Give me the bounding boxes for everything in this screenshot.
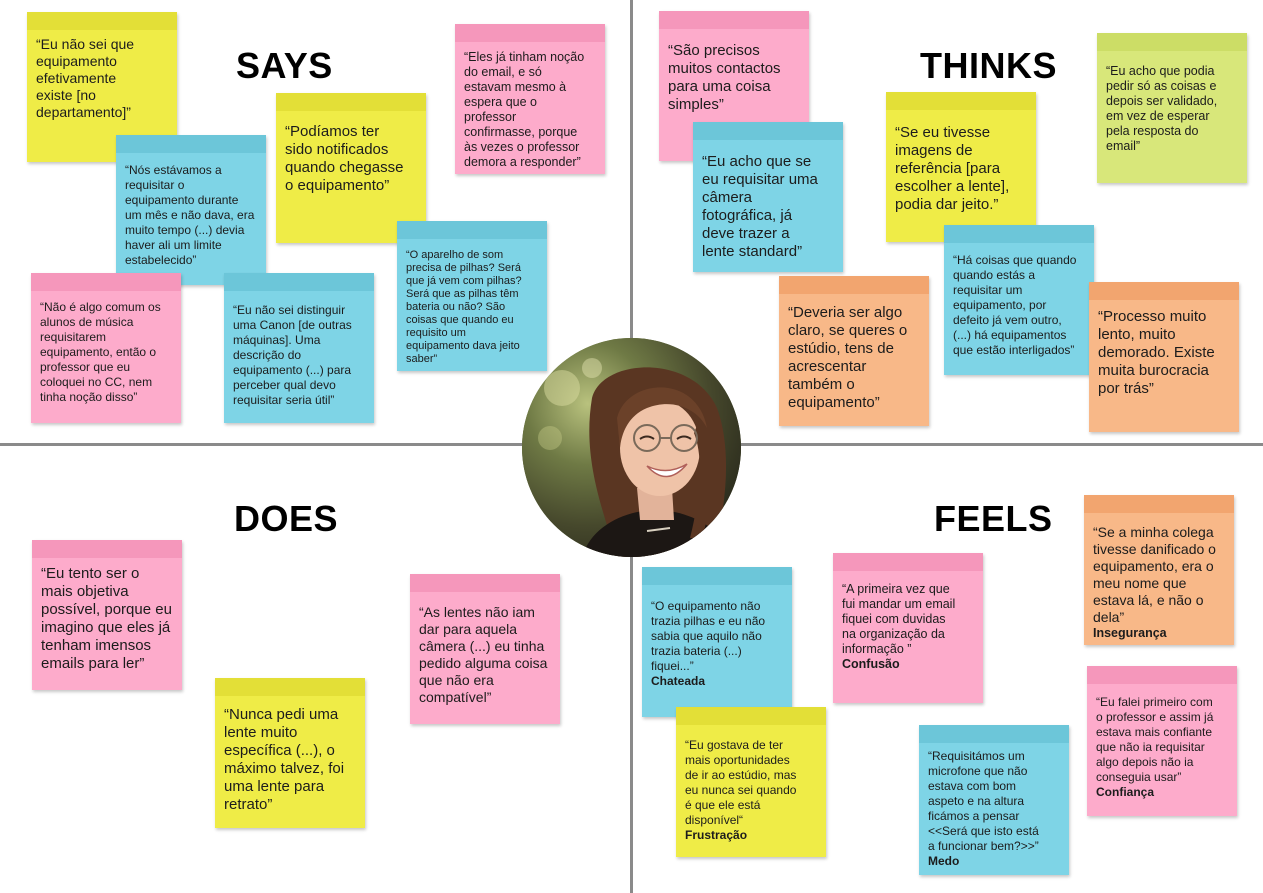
thinks-title: THINKS [920, 45, 1057, 86]
persona-photo [522, 338, 741, 557]
note-text: “O aparelho de som precisa de pilhas? Se… [406, 249, 522, 365]
note-emotion-label: Frustração [685, 828, 748, 842]
sticky-note-thinks-4: “Se eu tivesse imagens de referência [pa… [886, 92, 1036, 242]
sticky-note-feels-1: “Se a minha colega tivesse danificado o … [1084, 495, 1234, 645]
note-tab [276, 93, 426, 111]
note-text: “Eu acho que podia pedir só as coisas e … [1106, 64, 1218, 153]
note-text: “Nunca pedi uma lente muito específica (… [224, 706, 345, 813]
note-text: “Há coisas que quando quando estás a req… [953, 253, 1077, 357]
persona-illustration [522, 338, 741, 557]
note-tab [27, 12, 177, 30]
sticky-note-thinks-7: “Processo muito lento, muito demorado. E… [1089, 282, 1239, 432]
note-tab [31, 273, 181, 291]
note-text: “Eu falei primeiro com o professor e ass… [1096, 695, 1231, 800]
sticky-note-does-1: “Eu tento ser o mais objetiva possível, … [32, 540, 182, 690]
note-text: “Deveria ser algo claro, se queres o est… [788, 304, 908, 411]
sticky-note-thinks-5: “Há coisas que quando quando estás a req… [944, 225, 1094, 375]
sticky-note-does-3: “Nunca pedi uma lente muito específica (… [215, 678, 365, 828]
note-text: “Eu não sei que equipamento efetivamente… [36, 36, 135, 120]
sticky-note-thinks-3: “Eu acho que se eu requisitar uma câmera… [693, 122, 843, 272]
note-quote: “Eu gostava de ter mais oportunidades de… [685, 738, 797, 827]
note-tab [642, 567, 792, 585]
sticky-note-thinks-6: “Deveria ser algo claro, se queres o est… [779, 276, 929, 426]
note-text: “Se eu tivesse imagens de referência [pa… [895, 124, 1010, 213]
note-emotion-label: Confiança [1096, 785, 1155, 799]
note-tab [224, 273, 374, 291]
note-text: “Eu não sei distinguir uma Canon [de out… [233, 303, 352, 407]
note-text: “Requisitámos um microfone que não estav… [928, 749, 1063, 869]
sticky-note-feels-2: “O equipamento não trazia pilhas e eu nã… [642, 567, 792, 717]
note-tab [944, 225, 1094, 243]
note-text: “Nós estávamos a requisitar o equipament… [125, 163, 255, 267]
note-emotion-label: Chateada [651, 674, 706, 688]
note-quote: “Eu falei primeiro com o professor e ass… [1096, 695, 1214, 784]
note-tab [919, 725, 1069, 743]
note-tab [1084, 495, 1234, 513]
sticky-note-feels-4: “Eu gostava de ter mais oportunidades de… [676, 707, 826, 857]
note-text: “As lentes não iam dar para aquela câmer… [419, 604, 548, 705]
note-tab [1089, 282, 1239, 300]
note-text: “Eu gostava de ter mais oportunidades de… [685, 738, 820, 843]
note-tab [833, 553, 983, 571]
sticky-note-feels-5: “Requisitámos um microfone que não estav… [919, 725, 1069, 875]
sticky-note-feels-6: “Eu falei primeiro com o professor e ass… [1087, 666, 1237, 816]
note-text: “Processo muito lento, muito demorado. E… [1098, 308, 1215, 397]
note-text: “São precisos muitos contactos para uma … [668, 42, 781, 113]
note-emotion-label: Confusão [842, 657, 900, 671]
note-tab [215, 678, 365, 696]
note-quote: “Requisitámos um microfone que não estav… [928, 749, 1039, 853]
note-tab [455, 24, 605, 42]
note-text: “Podíamos ter sido notificados quando ch… [285, 123, 404, 194]
note-tab [676, 707, 826, 725]
sticky-note-says-2: “Eles já tinham noção do email, e só est… [455, 24, 605, 174]
note-tab [32, 540, 182, 558]
note-emotion-label: Insegurança [1093, 626, 1167, 640]
note-tab [397, 221, 547, 239]
sticky-note-says-1: “Eu não sei que equipamento efetivamente… [27, 12, 177, 162]
note-text: “Eu tento ser o mais objetiva possível, … [41, 565, 172, 672]
note-quote: “A primeira vez que fui mandar um email … [842, 582, 956, 656]
does-title: DOES [234, 498, 339, 539]
note-text: “Eu acho que se eu requisitar uma câmera… [702, 153, 818, 260]
note-tab [693, 122, 843, 140]
sticky-note-feels-3: “A primeira vez que fui mandar um email … [833, 553, 983, 703]
note-text: “Não é algo comum os alunos de música re… [40, 300, 161, 404]
note-tab [116, 135, 266, 153]
note-quote: “Se a minha colega tivesse danificado o … [1093, 524, 1216, 625]
note-tab [886, 92, 1036, 110]
note-tab [1097, 33, 1247, 51]
sticky-note-does-2: “As lentes não iam dar para aquela câmer… [410, 574, 560, 724]
sticky-note-thinks-2: “Eu acho que podia pedir só as coisas e … [1097, 33, 1247, 183]
sticky-note-says-7: “O aparelho de som precisa de pilhas? Se… [397, 221, 547, 371]
sticky-note-says-3: “Podíamos ter sido notificados quando ch… [276, 93, 426, 243]
note-tab [410, 574, 560, 592]
note-text: “O equipamento não trazia pilhas e eu nã… [651, 599, 786, 689]
note-quote: “O equipamento não trazia pilhas e eu nã… [651, 599, 766, 673]
feels-title: FEELS [934, 498, 1053, 539]
sticky-note-says-6: “Eu não sei distinguir uma Canon [de out… [224, 273, 374, 423]
sticky-note-says-4: “Nós estávamos a requisitar o equipament… [116, 135, 266, 285]
note-tab [779, 276, 929, 294]
note-tab [1087, 666, 1237, 684]
note-emotion-label: Medo [928, 854, 960, 868]
sticky-note-says-5: “Não é algo comum os alunos de música re… [31, 273, 181, 423]
says-title: SAYS [236, 45, 333, 86]
note-text: “A primeira vez que fui mandar um email … [842, 582, 977, 672]
note-text: “Eles já tinham noção do email, e só est… [464, 50, 585, 169]
note-text: “Se a minha colega tivesse danificado o … [1093, 524, 1228, 641]
note-tab [659, 11, 809, 29]
